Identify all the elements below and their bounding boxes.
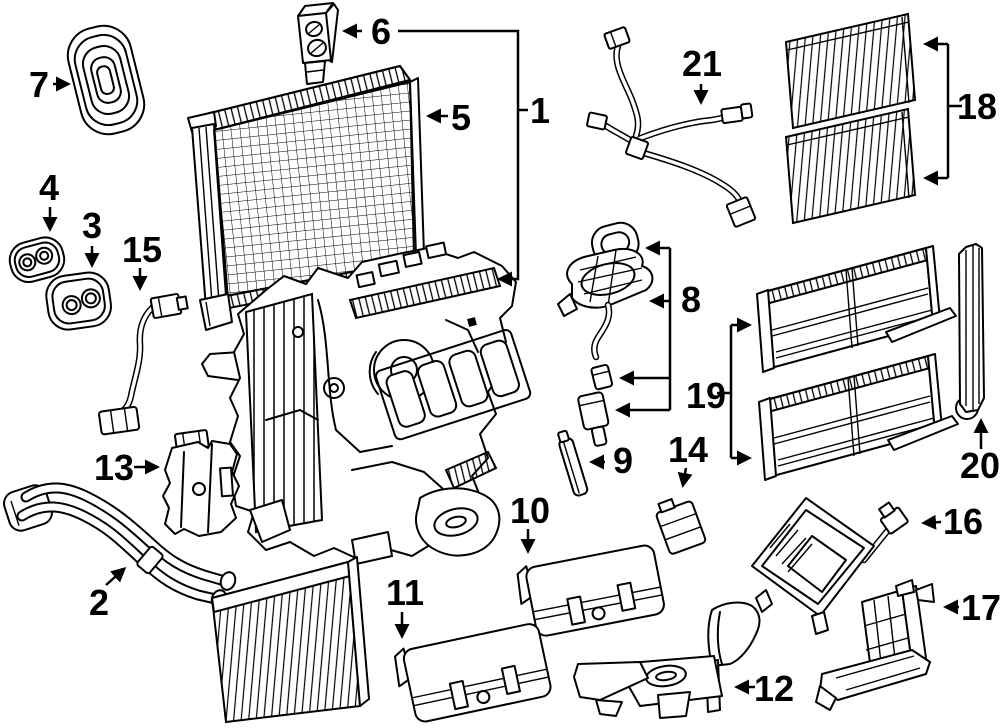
part-seal-grommet-7	[66, 24, 146, 136]
part-tube-9	[557, 429, 589, 497]
callout-5: 5	[451, 97, 471, 138]
callout-19: 19	[686, 375, 726, 416]
callout-2: 2	[89, 582, 109, 623]
leader-16	[921, 514, 942, 530]
callout-18: 18	[957, 86, 997, 127]
callout-16: 16	[943, 501, 983, 542]
callout-12: 12	[754, 668, 794, 709]
callout-20: 20	[960, 445, 1000, 486]
part-wiring-harness-21	[586, 26, 757, 228]
part-duct-cover-10	[516, 544, 665, 637]
bracket-18	[946, 44, 962, 178]
part-duct-cover-11	[394, 623, 552, 723]
callout-13: 13	[94, 447, 134, 488]
leader-1	[398, 29, 520, 287]
callout-21: 21	[682, 43, 722, 84]
callout-3: 3	[82, 205, 102, 246]
part-grommet-3	[45, 271, 113, 331]
part-sensor-assembly-8	[557, 221, 654, 447]
callout-14: 14	[668, 429, 708, 470]
part-hvac-housing-assembly-1	[201, 241, 532, 565]
part-cabin-air-filter-18a	[784, 12, 917, 130]
callout-6: 6	[371, 11, 391, 52]
part-gasket-4	[8, 236, 66, 284]
part-actuator-14	[655, 498, 707, 555]
part-frame-19a	[756, 245, 957, 373]
part-actuator-13	[162, 429, 240, 537]
leader-2	[105, 567, 127, 586]
part-evaporator-core-5	[187, 64, 425, 331]
callout-15: 15	[122, 229, 162, 270]
callout-labels: 1 2 3 4 5 6 7 8 9 10 11 12 13 14 15 16 1…	[29, 11, 1000, 709]
leader-14	[677, 467, 693, 488]
part-actuator-module-16	[751, 497, 909, 635]
callout-8: 8	[681, 279, 701, 320]
part-bracket-17	[815, 579, 935, 711]
leader-lines	[42, 23, 989, 695]
part-bracket-12	[573, 601, 761, 719]
part-heater-core	[210, 556, 370, 724]
callout-4: 4	[39, 167, 59, 208]
part-seal-strip-20	[955, 243, 985, 420]
part-cabin-air-filter-18b	[784, 107, 917, 225]
callout-17: 17	[961, 587, 1000, 628]
part-sensor-wire-15	[98, 293, 189, 436]
callout-10: 10	[510, 490, 550, 531]
callout-11: 11	[386, 572, 424, 613]
part-heater-pipes-2	[3, 482, 237, 609]
callout-9: 9	[613, 440, 633, 481]
bracket-19	[717, 325, 733, 458]
callout-1: 1	[530, 90, 550, 131]
callout-7: 7	[29, 64, 49, 105]
part-expansion-valve-6	[297, 2, 339, 85]
